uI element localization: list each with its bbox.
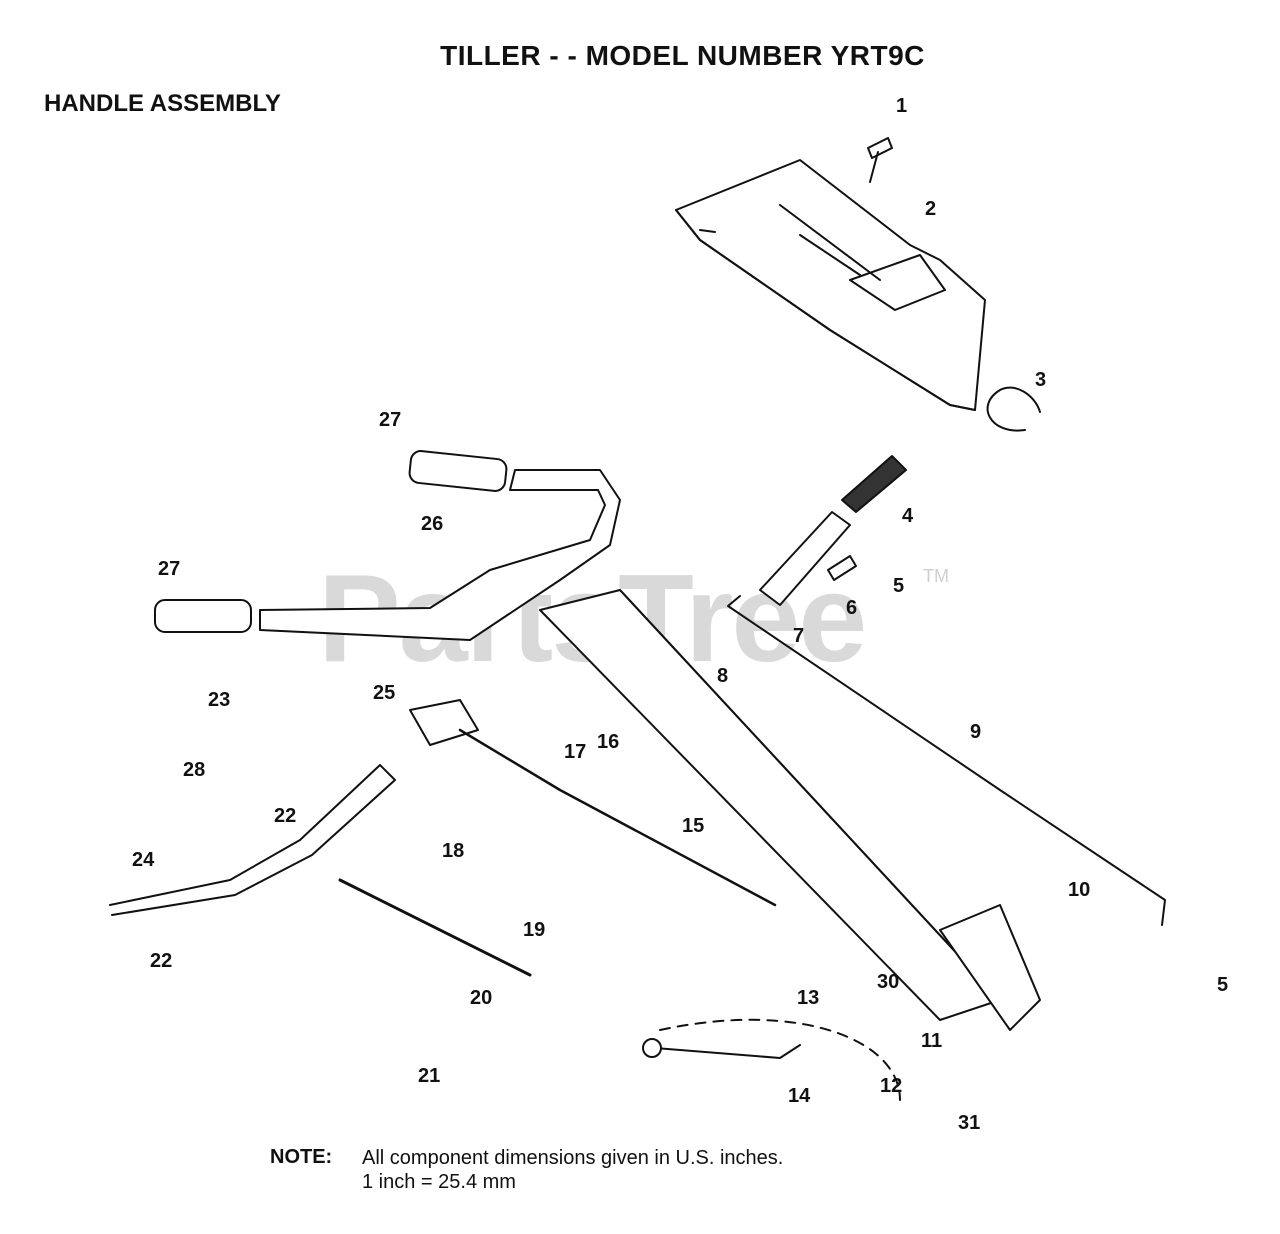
callout-3: 3 — [1035, 369, 1046, 391]
callout-23: 23 — [208, 689, 230, 711]
part-27-handlebar — [154, 450, 621, 641]
callout-18: 18 — [442, 840, 464, 862]
callout-9: 9 — [970, 721, 981, 743]
callout-10: 10 — [1068, 879, 1090, 901]
callout-2: 2 — [925, 198, 936, 220]
part-7-shift-lever — [759, 511, 851, 606]
part-15-handle-tube — [539, 589, 1001, 1021]
note-text: All component dimensions given in U.S. i… — [362, 1146, 783, 1194]
control-cable — [458, 728, 777, 907]
callout-19: 19 — [523, 919, 545, 941]
callout-26: 26 — [421, 513, 443, 535]
part-19-cable — [338, 878, 532, 977]
callout-21: 21 — [418, 1065, 440, 1087]
callout-20: 20 — [470, 987, 492, 1009]
callout-22b: 22 — [274, 805, 296, 827]
callout-28: 28 — [183, 759, 205, 781]
callout-31: 31 — [958, 1112, 980, 1134]
part-1-screw — [867, 137, 893, 183]
callout-4: 4 — [902, 505, 914, 527]
callout-14: 14 — [788, 1085, 811, 1107]
callout-16: 16 — [597, 731, 619, 753]
part-callouts: 1 2 3 4 5 5 6 7 8 9 10 11 12 13 14 15 16… — [132, 95, 1228, 1134]
part-9-shift-rod — [727, 595, 1166, 926]
callout-8: 8 — [717, 665, 728, 687]
callout-27: 27 — [379, 409, 401, 431]
callout-6: 6 — [846, 597, 857, 619]
callout-30: 30 — [877, 971, 899, 993]
callout-27b: 27 — [158, 558, 180, 580]
callout-5: 5 — [893, 575, 904, 597]
part-6-bolt — [827, 555, 857, 581]
callout-5b: 5 — [1217, 974, 1228, 996]
note-line-1: All component dimensions given in U.S. i… — [362, 1147, 784, 1169]
diagram-subtitle: HANDLE ASSEMBLY — [44, 90, 281, 117]
watermark-tm: TM — [923, 566, 949, 586]
callout-12: 12 — [880, 1075, 902, 1097]
callout-11: 11 — [921, 1030, 942, 1052]
callout-13: 13 — [797, 987, 819, 1009]
diagram-title: TILLER - - MODEL NUMBER YRT9C — [440, 40, 925, 71]
part-2-dash-panel — [675, 159, 986, 411]
callout-7: 7 — [793, 625, 804, 647]
tine-housing-outline — [939, 904, 1041, 1031]
callout-1: 1 — [896, 95, 907, 117]
callout-25: 25 — [373, 682, 395, 704]
part-25-bracket — [409, 699, 479, 746]
callout-15: 15 — [682, 815, 704, 837]
part-4-shift-grip — [841, 455, 907, 513]
note-line-2: 1 inch = 25.4 mm — [362, 1171, 516, 1193]
part-24-crossbar — [109, 764, 396, 916]
callout-24: 24 — [132, 849, 155, 871]
callout-22: 22 — [150, 950, 172, 972]
part-3-clip-ring — [986, 386, 1041, 432]
part-14-depth-lever — [654, 1044, 801, 1059]
callout-17: 17 — [564, 741, 586, 763]
note-label: NOTE: — [270, 1146, 333, 1168]
